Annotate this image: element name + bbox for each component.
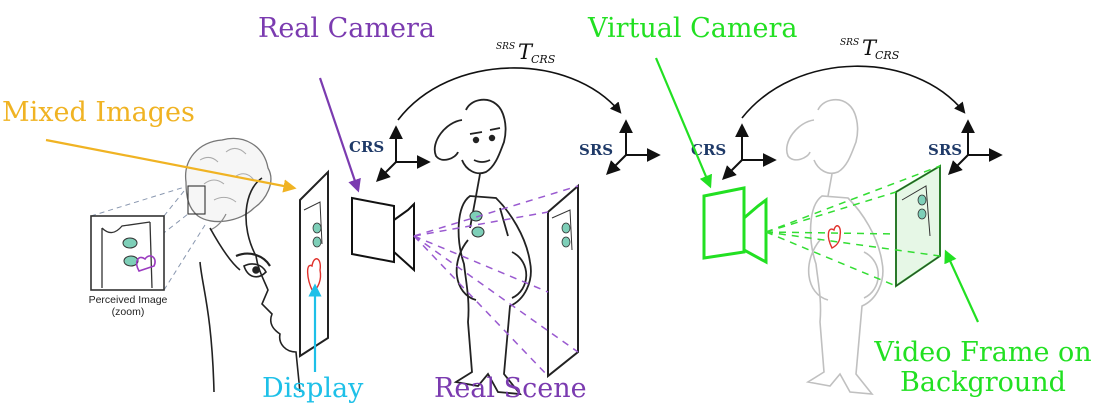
real-camera [351, 196, 415, 273]
transform-arc-real [397, 67, 622, 121]
perceived-image-caption: Perceived Image (zoom) [73, 294, 183, 318]
display-panel [299, 169, 329, 358]
svg-text:CRS: CRS [531, 53, 556, 66]
crs-label-virtual: CRS [691, 141, 726, 159]
virtual-heart-marker [827, 225, 842, 249]
srs-label-virtual: SRS [928, 141, 962, 159]
real-camera-label: Real Camera [258, 13, 435, 44]
viewer-face-sketch [199, 177, 301, 393]
real-scene-label: Real Scene [434, 373, 587, 404]
real-background-frame [547, 183, 579, 379]
virtual-camera-label: Virtual Camera [588, 13, 798, 44]
svg-text:SRS: SRS [496, 42, 515, 52]
svg-text:SRS: SRS [840, 38, 859, 48]
real-scene-man [433, 98, 532, 396]
crs-label-real: CRS [349, 138, 384, 156]
real-camera-arrow [318, 77, 361, 193]
svg-text:T: T [862, 36, 878, 60]
perceived-image-caption-line1: Perceived Image [88, 294, 168, 306]
virtual-camera [702, 186, 768, 265]
srs-label-real: SRS [579, 141, 613, 159]
virtual-camera-arrow [654, 57, 712, 189]
perceived-image-caption-line2: (zoom) [111, 306, 145, 318]
crs-axes-real [376, 125, 431, 182]
brain-sketch [185, 137, 272, 231]
virtual-background-frame [895, 164, 941, 288]
virtual-camera-frustum [765, 165, 941, 287]
display-label: Display [262, 373, 364, 404]
mixed-images-arrow [45, 138, 297, 193]
mixed-images-label: Mixed Images [2, 97, 195, 128]
svg-text:CRS: CRS [875, 49, 900, 62]
svg-text:T: T [518, 40, 534, 64]
crs-axes-virtual [722, 123, 777, 180]
srs-axes-real [606, 119, 661, 175]
virtual-scene-man [785, 98, 884, 395]
srs-axes-virtual [948, 119, 1003, 175]
transform-label-real: SRS T CRS [496, 40, 556, 66]
video-frame-arrow [944, 249, 980, 323]
video-frame-label: Video Frame on Background [868, 338, 1098, 398]
real-camera-frustum [413, 185, 579, 377]
transform-label-virtual: SRS T CRS [840, 36, 900, 62]
video-frame-label-line2: Background [900, 367, 1066, 398]
perceived-image-zoom [90, 185, 206, 291]
video-frame-label-line1: Video Frame on [874, 337, 1092, 368]
transform-arc-virtual [741, 65, 966, 119]
scene-marker-bottom [471, 226, 485, 238]
